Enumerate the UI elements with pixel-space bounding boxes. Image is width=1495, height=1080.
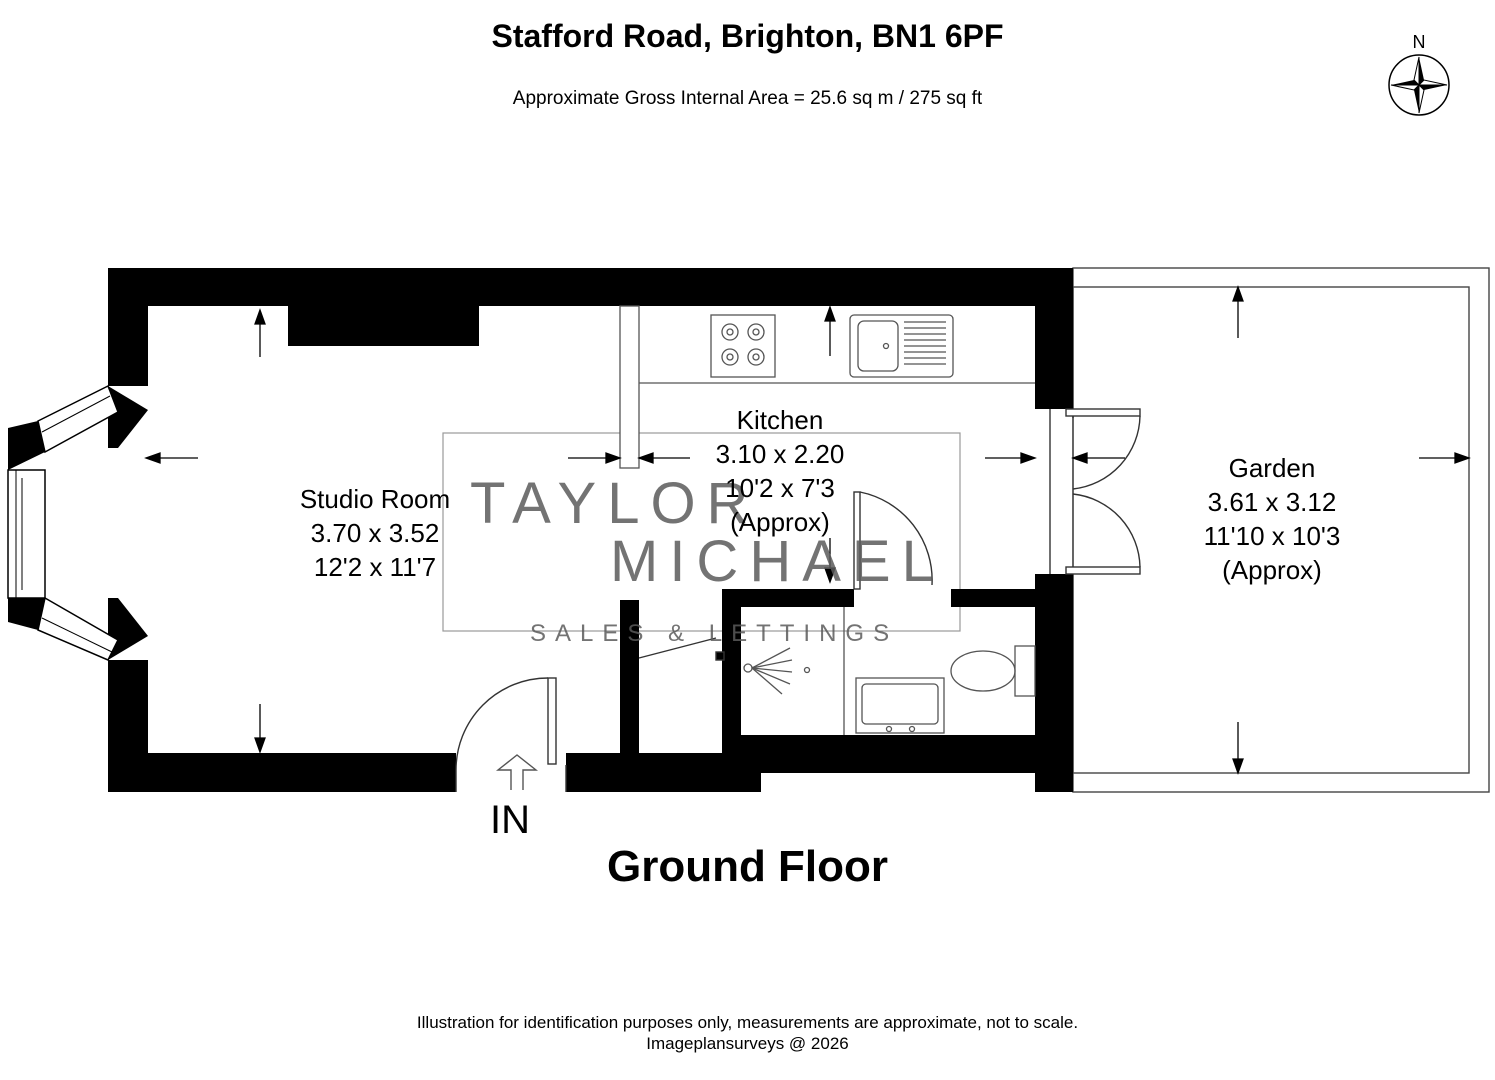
exterior-walls xyxy=(108,268,1073,792)
footer: Illustration for identification purposes… xyxy=(0,1012,1495,1054)
garden-approx-note: (Approx) xyxy=(1222,555,1322,585)
hob xyxy=(710,314,776,378)
studio-room-label: Studio Room 3.70 x 3.52 12'2 x 11'7 xyxy=(255,482,495,584)
watermark-frame xyxy=(442,432,961,632)
kitchen-worktop xyxy=(619,305,1035,469)
compass-rose-icon xyxy=(1388,54,1450,116)
dimension-arrows xyxy=(144,285,1471,775)
doors xyxy=(455,408,1141,792)
floor-label: Ground Floor xyxy=(606,842,889,891)
bathroom-fittings xyxy=(743,607,1036,735)
kitchen-approx-note: (Approx) xyxy=(730,507,830,537)
kitchen-sink xyxy=(849,314,954,378)
kitchen-label: Kitchen 3.10 x 2.20 10'2 x 7'3 (Approx) xyxy=(660,403,900,539)
watermark-sales-lettings: SALES & LETTINGS xyxy=(530,620,899,647)
kitchen-metric: 3.10 x 2.20 xyxy=(715,439,845,469)
disclaimer-text: Illustration for identification purposes… xyxy=(416,1013,1079,1032)
compass-north-label: N xyxy=(1412,32,1426,52)
watermark-taylor: TAYLOR xyxy=(470,471,760,536)
studio-room-imperial: 12'2 x 11'7 xyxy=(313,552,437,582)
credit-text: Imageplansurveys @ 2026 xyxy=(646,1034,849,1053)
watermark-michael: MICHAEL xyxy=(610,529,945,594)
garden-label: Garden 3.61 x 3.12 11'10 x 10'3 (Approx) xyxy=(1152,451,1392,587)
garden-metric: 3.61 x 3.12 xyxy=(1207,487,1337,517)
studio-room-name: Studio Room xyxy=(299,484,451,514)
gross-area-text: Approximate Gross Internal Area = 25.6 s… xyxy=(512,88,983,109)
plan-title: Stafford Road, Brighton, BN1 6PF xyxy=(491,18,1004,54)
kitchen-imperial: 10'2 x 7'3 xyxy=(725,473,835,503)
studio-room-metric: 3.70 x 3.52 xyxy=(310,518,440,548)
entry-arrow xyxy=(495,754,539,790)
entrance-label: IN xyxy=(490,798,530,842)
garden-name: Garden xyxy=(1228,453,1316,483)
garden-outline xyxy=(1072,267,1490,793)
kitchen-name: Kitchen xyxy=(736,405,824,435)
garden-imperial: 11'10 x 10'3 xyxy=(1203,521,1341,551)
bay-window xyxy=(7,384,148,661)
